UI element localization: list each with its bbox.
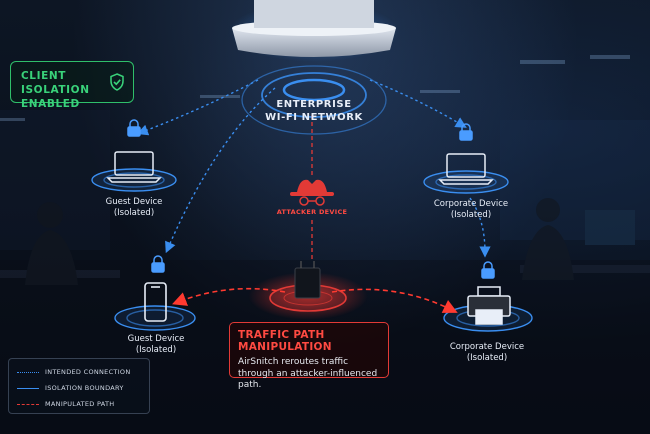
laptop-icon bbox=[106, 151, 162, 183]
traffic-manipulation-callout: TRAFFIC PATH MANIPULATION AirSnitch rero… bbox=[229, 322, 389, 390]
intended-connections bbox=[136, 79, 491, 258]
wifi-router-icon bbox=[228, 0, 400, 62]
device-label-corporate-printer: Corporate Device (Isolated) bbox=[432, 342, 542, 363]
callout-description: AirSnitch reroutes traffic through an at… bbox=[238, 357, 378, 391]
device-status: (Isolated) bbox=[135, 344, 177, 355]
callout-title: TRAFFIC PATH MANIPULATION bbox=[238, 329, 332, 353]
legend-swatch-dotted bbox=[17, 372, 39, 373]
legend-item-manipulated: MANIPULATED PATH bbox=[17, 400, 147, 410]
device-label-guest-phone: Guest Device (Isolated) bbox=[106, 334, 206, 355]
printer-icon bbox=[467, 286, 511, 325]
device-status: (Isolated) bbox=[466, 352, 508, 363]
legend-label: MANIPULATED PATH bbox=[45, 400, 115, 408]
legend-item-boundary: ISOLATION BOUNDARY bbox=[17, 384, 147, 394]
smartphone-icon bbox=[144, 282, 167, 322]
device-name: Corporate Device bbox=[449, 342, 525, 352]
legend-swatch-solid bbox=[17, 388, 39, 389]
device-name: Corporate Device bbox=[433, 199, 509, 209]
network-label: ENTERPRISE WI-FI NETWORK bbox=[244, 99, 384, 124]
network-line-1: ENTERPRISE bbox=[276, 99, 352, 110]
manipulated-paths bbox=[172, 287, 458, 313]
wifi-signal-rings bbox=[241, 65, 387, 135]
laptop-icon bbox=[438, 153, 494, 185]
legend-label: ISOLATION BOUNDARY bbox=[45, 384, 124, 392]
client-isolation-badge: CLIENT ISOLATION ENABLED bbox=[10, 61, 134, 110]
legend: INTENDED CONNECTION ISOLATION BOUNDARY M… bbox=[8, 358, 150, 414]
device-name: Guest Device bbox=[105, 197, 163, 207]
legend-label: INTENDED CONNECTION bbox=[45, 368, 131, 376]
badge-line-1: CLIENT ISOLATION bbox=[21, 70, 90, 97]
device-status: (Isolated) bbox=[450, 209, 492, 220]
device-label-guest-laptop: Guest Device (Isolated) bbox=[84, 197, 184, 218]
lock-icon bbox=[127, 119, 495, 279]
attacker-label: ATTACKER DEVICE bbox=[276, 208, 348, 216]
legend-item-intended: INTENDED CONNECTION bbox=[17, 368, 147, 378]
device-label-corporate-laptop: Corporate Device (Isolated) bbox=[416, 199, 526, 220]
device-name: Guest Device bbox=[127, 334, 185, 344]
badge-line-2: ENABLED bbox=[21, 98, 80, 111]
legend-swatch-dashed bbox=[17, 404, 39, 405]
spy-hat-icon bbox=[290, 179, 334, 206]
attacker-hardware bbox=[248, 261, 368, 320]
shield-check-icon bbox=[110, 73, 124, 91]
network-line-2: WI-FI NETWORK bbox=[265, 111, 363, 123]
device-status: (Isolated) bbox=[113, 207, 155, 218]
